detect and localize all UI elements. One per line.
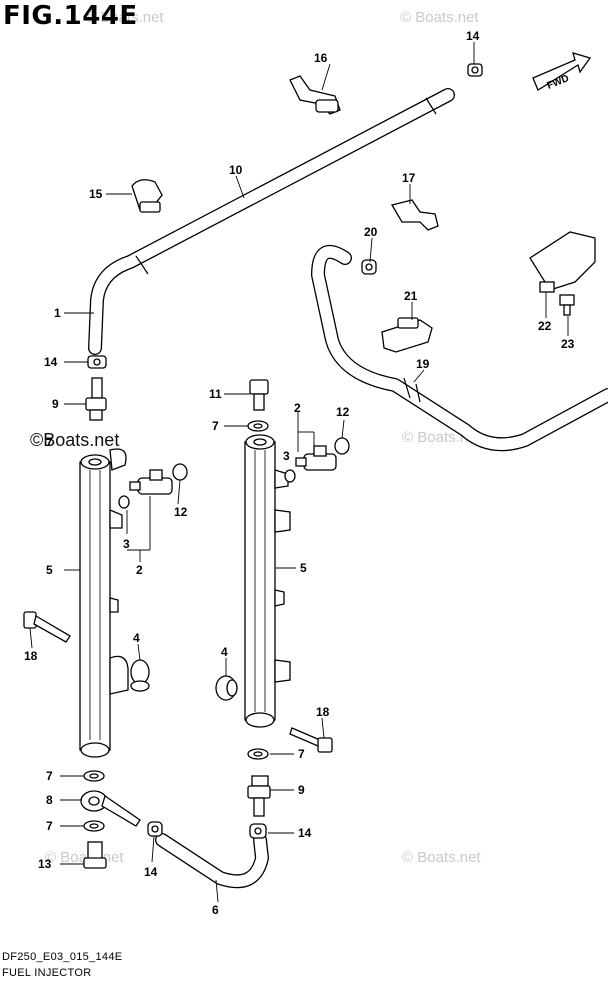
- o-ring-12-left-icon: [172, 463, 188, 481]
- callout-14-bottom-left: 14: [144, 865, 158, 879]
- callout-21: 21: [404, 289, 418, 303]
- collar-4-left-icon: [130, 659, 150, 692]
- fuel-hose-return: [311, 244, 608, 452]
- fwd-arrow-icon: FWD: [532, 52, 592, 92]
- fuel-hose-upper: [88, 88, 455, 355]
- callout-17: 17: [402, 171, 416, 185]
- bolt-13-icon: [83, 841, 107, 869]
- callout-13: 13: [38, 857, 52, 871]
- fuel-hose-lower: [155, 833, 269, 889]
- clamp-21-icon: [381, 317, 433, 353]
- callout-7-watermark: 7: [46, 435, 53, 449]
- callout-20: 20: [364, 225, 378, 239]
- hose-clip-20-icon: [361, 259, 377, 275]
- hose-clip-14-bottom-left-icon: [147, 821, 163, 837]
- o-ring-3-right-icon: [284, 469, 296, 483]
- callout-2-right: 2: [294, 401, 301, 415]
- callout-5-right: 5: [300, 561, 307, 575]
- callout-1: 1: [54, 306, 61, 320]
- callout-11: 11: [209, 387, 222, 401]
- callout-8: 8: [46, 793, 53, 807]
- hose-clip-14-bottom-right-icon: [249, 823, 267, 839]
- callout-12-right: 12: [336, 405, 350, 419]
- fitting-9-right-icon: [247, 775, 271, 817]
- callout-10: 10: [229, 163, 243, 177]
- clamp-17-icon: [390, 199, 439, 231]
- watermark-top-left: © Boats.net: [85, 9, 164, 26]
- callout-19: 19: [416, 357, 430, 371]
- callout-9-bottom: 9: [298, 783, 305, 797]
- callout-22: 22: [538, 319, 552, 333]
- callout-18-right: 18: [316, 705, 330, 719]
- callout-6: 6: [212, 903, 219, 917]
- callout-3-left: 3: [123, 537, 130, 551]
- callout-3-right: 3: [283, 449, 290, 463]
- watermark-prominent: ©Boats.net: [30, 430, 119, 450]
- watermarks: © Boats.net © Boats.net © Boats.net © Bo…: [30, 9, 481, 866]
- watermark-bottom-right: © Boats.net: [402, 849, 481, 866]
- bolt-23-icon: [559, 294, 575, 316]
- callout-2-left: 2: [136, 563, 143, 577]
- callout-4-right: 4: [221, 645, 228, 659]
- fuel-injector-right-icon: [295, 445, 337, 471]
- hose-clip-14-left-icon: [87, 355, 107, 369]
- callout-4-left: 4: [133, 631, 140, 645]
- bolt-18-left-icon: [23, 611, 71, 643]
- callout-18-left: 18: [24, 649, 38, 663]
- callout-7-mid: 7: [298, 747, 305, 761]
- figure-code: DF250_E03_015_144E: [2, 951, 123, 963]
- callout-9-top: 9: [52, 397, 59, 411]
- clamp-15-icon: [131, 179, 163, 213]
- callout-7-left-a: 7: [46, 769, 53, 783]
- bolt-18-right-icon: [289, 727, 333, 753]
- o-ring-12-right-icon: [334, 437, 350, 455]
- callout-15: 15: [89, 187, 103, 201]
- callout-numbers: 16 14 10 15 17 20 21 19 22 23 1 14 9 11 …: [24, 29, 575, 917]
- callout-14-bottom-right: 14: [298, 826, 312, 840]
- bolt-11-icon: [249, 379, 269, 411]
- callout-5-left: 5: [46, 563, 53, 577]
- fuel-rail-left: [79, 448, 129, 758]
- fuel-injector-left-icon: [129, 469, 173, 495]
- o-rings: [118, 437, 350, 509]
- collar-4-right-icon: [215, 675, 238, 701]
- callout-16: 16: [314, 51, 328, 65]
- callout-14-top: 14: [466, 29, 480, 43]
- figure-title: FIG.144E: [3, 1, 138, 31]
- leader-lines: [29, 42, 569, 903]
- callout-7-top: 7: [212, 419, 219, 433]
- callout-14-left: 14: [44, 355, 58, 369]
- fitting-9-left-icon: [85, 377, 107, 421]
- clamp-16-icon: [289, 75, 341, 115]
- washers: [83, 420, 269, 832]
- figure-name: FUEL INJECTOR: [2, 967, 92, 979]
- callout-23: 23: [561, 337, 575, 351]
- banjo-fitting-8-icon: [80, 790, 141, 827]
- callout-12-left: 12: [174, 505, 188, 519]
- watermark-top-right: © Boats.net: [400, 9, 479, 26]
- o-ring-3-left-icon: [118, 495, 130, 509]
- fuel-rail-right: [244, 434, 291, 728]
- callout-7-left-b: 7: [46, 819, 53, 833]
- bracket-22-icon: [529, 231, 596, 293]
- hose-clip-14-top-icon: [467, 63, 483, 77]
